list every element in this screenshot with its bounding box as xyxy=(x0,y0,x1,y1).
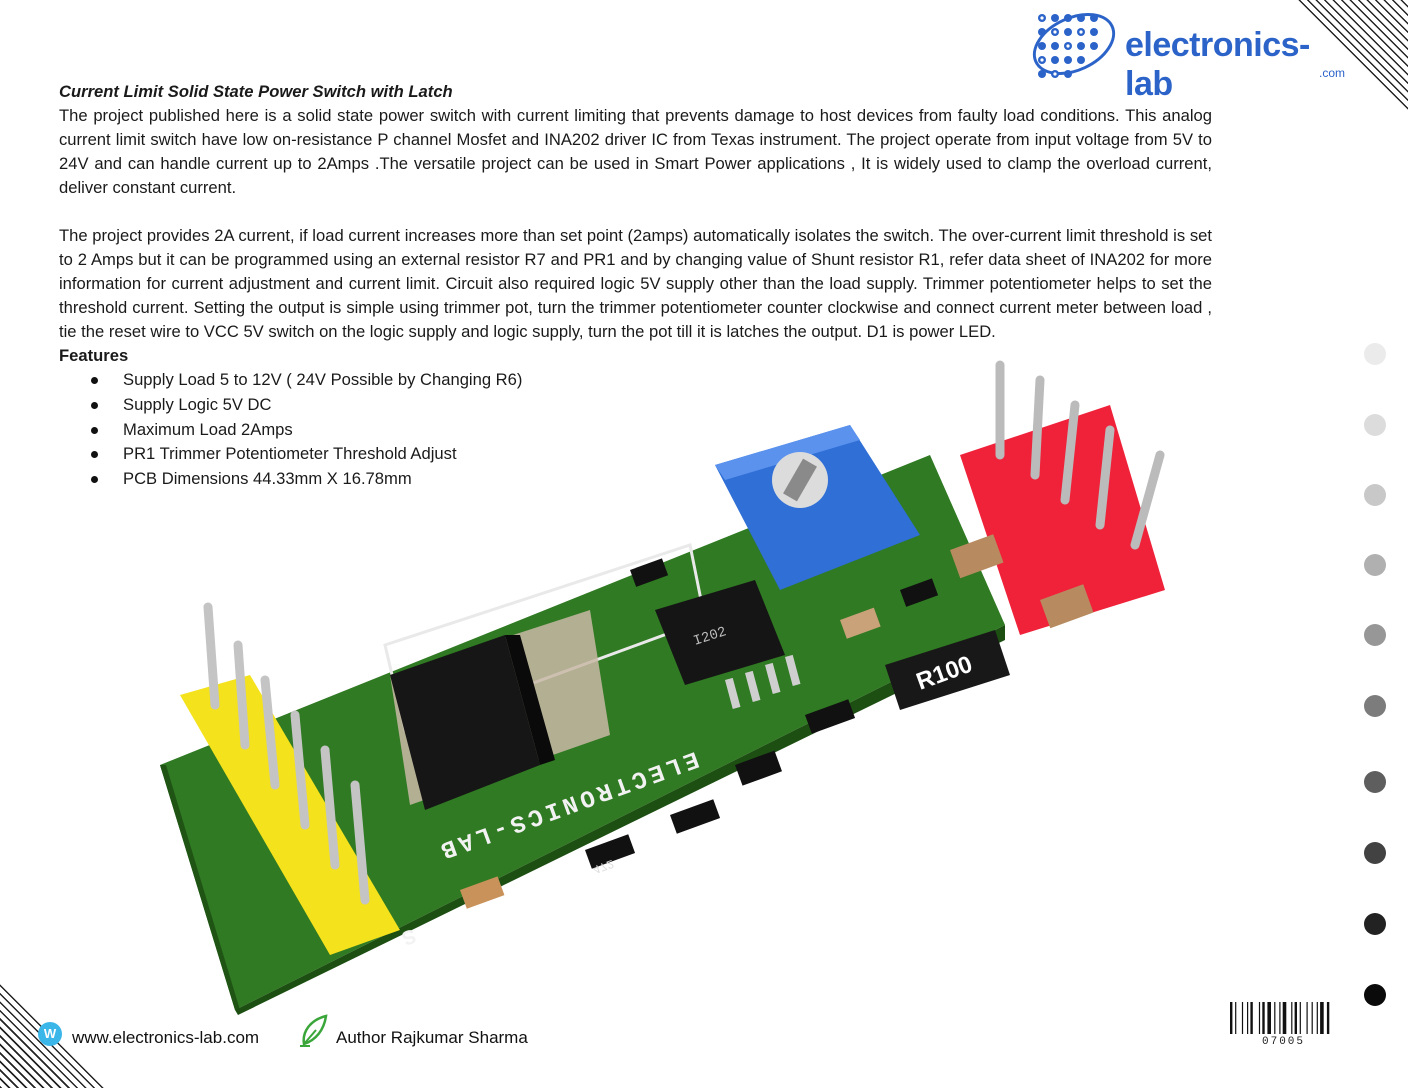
side-dot xyxy=(1364,771,1386,793)
bullet-icon xyxy=(91,476,98,484)
barcode-bar xyxy=(1247,1002,1249,1034)
barcode-bar xyxy=(1258,1002,1261,1034)
web-icon: W xyxy=(38,1022,62,1046)
barcode-bar xyxy=(1316,1002,1318,1034)
header-yellow xyxy=(180,602,400,955)
barcode-bar xyxy=(1299,1002,1301,1034)
pcb-product-image: I202 xyxy=(160,360,1165,1015)
article-body: Current Limit Solid State Power Switch w… xyxy=(59,80,1212,492)
features-list: Supply Load 5 to 12V ( 24V Possible by C… xyxy=(59,368,1212,492)
side-dot xyxy=(1364,913,1386,935)
side-dot xyxy=(1364,484,1386,506)
side-dot xyxy=(1364,695,1386,717)
pen-icon xyxy=(300,1014,328,1047)
side-dot xyxy=(1364,984,1386,1006)
article-paragraph-2: The project provides 2A current, if load… xyxy=(59,226,1212,341)
smd-components xyxy=(460,534,1094,909)
barcode-bar xyxy=(1262,1002,1265,1034)
features-heading: Features xyxy=(59,346,129,365)
barcode-bar xyxy=(1320,1002,1324,1034)
barcode-bar xyxy=(1294,1002,1297,1034)
logo-grid-icon xyxy=(1032,12,1116,78)
side-dot xyxy=(1364,554,1386,576)
barcode-number: 07005 xyxy=(1262,1036,1306,1048)
barcode-bar xyxy=(1267,1002,1271,1034)
barcode-bar xyxy=(1274,1002,1276,1034)
logo-wordmark: electronics-lab xyxy=(1125,26,1310,103)
article-paragraph-1: The project published here is a solid st… xyxy=(59,106,1212,197)
barcode-bar xyxy=(1241,1002,1244,1034)
shunt-resistor: R100 xyxy=(885,630,1010,710)
article-title: Current Limit Solid State Power Switch w… xyxy=(59,82,453,101)
barcode-bar xyxy=(1306,1002,1308,1034)
logo-dotcom: .com xyxy=(1319,66,1346,80)
feature-item: Supply Logic 5V DC xyxy=(59,393,1212,418)
barcode-bar xyxy=(1291,1002,1293,1034)
bullet-icon xyxy=(91,377,98,384)
resistor-472 xyxy=(585,699,856,869)
feature-item: PCB Dimensions 44.33mm X 16.78mm xyxy=(59,467,1212,492)
side-dot xyxy=(1364,624,1386,646)
author-credit: Author Rajkumar Sharma xyxy=(336,1028,528,1047)
trimmer-potentiometer xyxy=(715,425,920,590)
bullet-icon xyxy=(91,426,98,434)
barcode-bar xyxy=(1326,1002,1330,1034)
feature-item: Maximum Load 2Amps xyxy=(59,418,1212,443)
electronics-lab-logo: electronics-lab .com xyxy=(1030,8,1350,103)
barcode xyxy=(1230,1002,1330,1034)
barcode-bar xyxy=(1250,1002,1253,1034)
barcode-bar xyxy=(1282,1002,1287,1034)
barcode-bar xyxy=(1230,1002,1233,1034)
ina202-chip xyxy=(655,580,785,685)
header-red xyxy=(960,360,1165,635)
svg-text:472: 472 xyxy=(591,856,616,877)
bullet-icon xyxy=(91,451,98,459)
barcode-bar xyxy=(1235,1002,1237,1034)
website-link[interactable]: www.electronics-lab.com xyxy=(72,1028,260,1047)
barcode-bar xyxy=(1279,1002,1281,1034)
side-dot xyxy=(1364,842,1386,864)
feature-item: Supply Load 5 to 12V ( 24V Possible by C… xyxy=(59,368,1212,393)
barcode-bar xyxy=(1311,1002,1313,1034)
bullet-icon xyxy=(91,401,98,409)
mosfet-chip xyxy=(390,635,540,810)
side-dot xyxy=(1364,414,1386,436)
side-dot xyxy=(1364,343,1386,365)
feature-item: PR1 Trimmer Potentiometer Threshold Adju… xyxy=(59,442,1212,467)
